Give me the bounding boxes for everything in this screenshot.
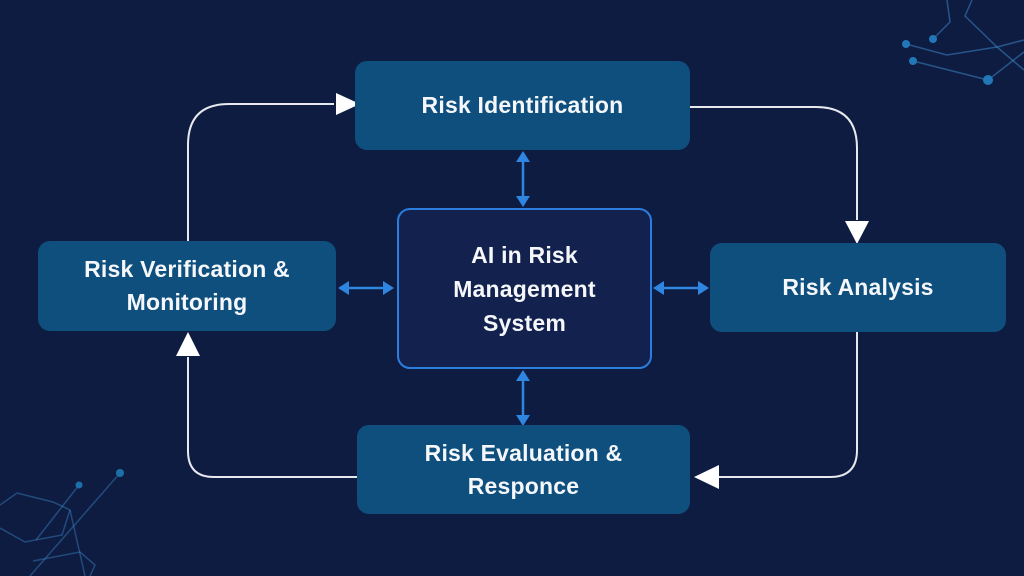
center-bottom-bidirectional-arrow <box>516 370 530 426</box>
center-node-label: AI in Risk Management System <box>453 241 596 336</box>
center-top-bidirectional-arrow <box>516 151 530 207</box>
node-risk-identification: Risk Identification <box>355 61 690 150</box>
node-label: Risk Analysis <box>782 274 934 300</box>
white-arrowhead-left-icon <box>694 465 719 489</box>
node-label: Risk Evaluation & Responce <box>424 439 623 499</box>
white-arrowhead-right-icon <box>336 93 360 115</box>
cycle-arrow-top-to-right <box>690 106 869 244</box>
cycle-arrow-right-to-bottom <box>694 332 858 489</box>
node-risk-verification-monitoring: Risk Verification & Monitoring <box>38 241 336 331</box>
center-right-bidirectional-arrow <box>653 281 709 295</box>
node-label: Risk Verification & Monitoring <box>84 256 290 315</box>
white-arrowhead-up-icon <box>176 332 200 356</box>
cycle-arrow-left-to-top <box>187 93 360 243</box>
node-risk-evaluation-responce: Risk Evaluation & Responce <box>357 425 690 514</box>
circuit-decoration-bottom-left <box>0 469 124 576</box>
center-left-bidirectional-arrow <box>338 281 394 295</box>
node-ai-risk-management-system: AI in Risk Management System <box>397 208 652 369</box>
node-label: Risk Identification <box>421 92 624 118</box>
cycle-arrow-bottom-to-left <box>176 332 357 478</box>
node-risk-analysis: Risk Analysis <box>710 243 1006 332</box>
circuit-decoration-top-right <box>902 0 1024 85</box>
white-arrowhead-down-icon <box>845 221 869 244</box>
